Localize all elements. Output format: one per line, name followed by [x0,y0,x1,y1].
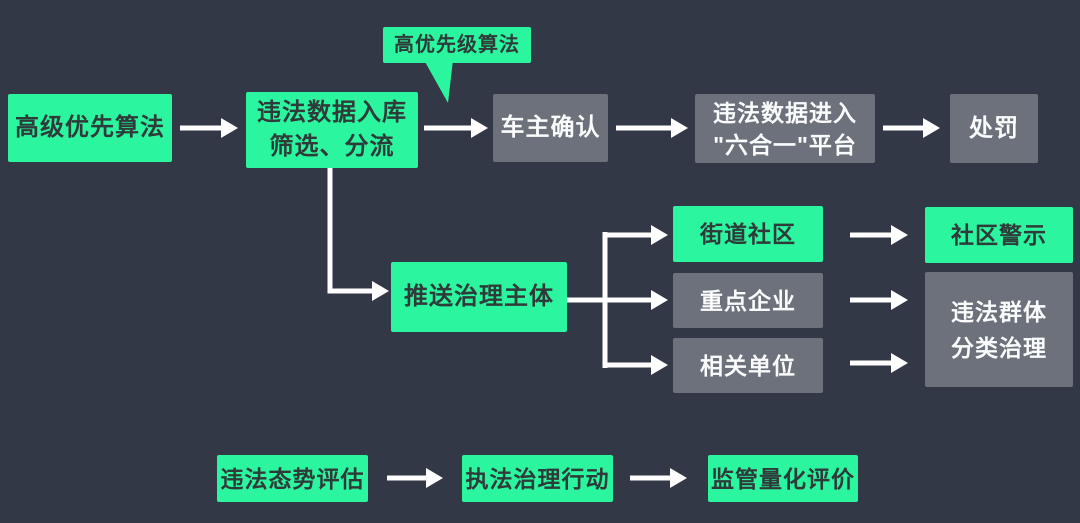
node-line: 筛选、分流 [269,133,395,160]
node-key-enterprise: 重点企业 [673,273,823,328]
node-illegal-situation-evaluation: 违法态势评估 [217,455,368,502]
node-line: "六合一"平台 [713,131,857,158]
node-regulatory-quantitative-evaluation: 监管量化评价 [708,455,858,502]
callout-high-priority-algorithm: 高优先级算法 [383,27,531,63]
node-street-community: 街道社区 [673,206,823,262]
node-illegal-group-classified-governance: 违法群体 分类治理 [925,272,1073,387]
node-community-warning: 社区警示 [925,207,1073,263]
node-owner-confirmation: 车主确认 [493,94,608,162]
node-line: 违法群体 [951,298,1047,325]
node-advanced-priority-algorithm: 高级优先算法 [8,94,172,162]
node-enforcement-governance-action: 执法治理行动 [462,455,613,502]
node-line: 违法数据入库 [257,99,407,126]
callout-tail [424,60,453,103]
node-line: 分类治理 [951,334,1047,361]
node-illegal-data-intake: 违法数据入库 筛选、分流 [246,92,418,168]
node-six-in-one-platform: 违法数据进入 "六合一"平台 [695,94,875,163]
node-line: 违法数据进入 [713,99,857,126]
node-related-unit: 相关单位 [673,338,823,393]
node-push-governance-subject: 推送治理主体 [391,262,567,332]
node-punishment: 处罚 [950,94,1038,163]
